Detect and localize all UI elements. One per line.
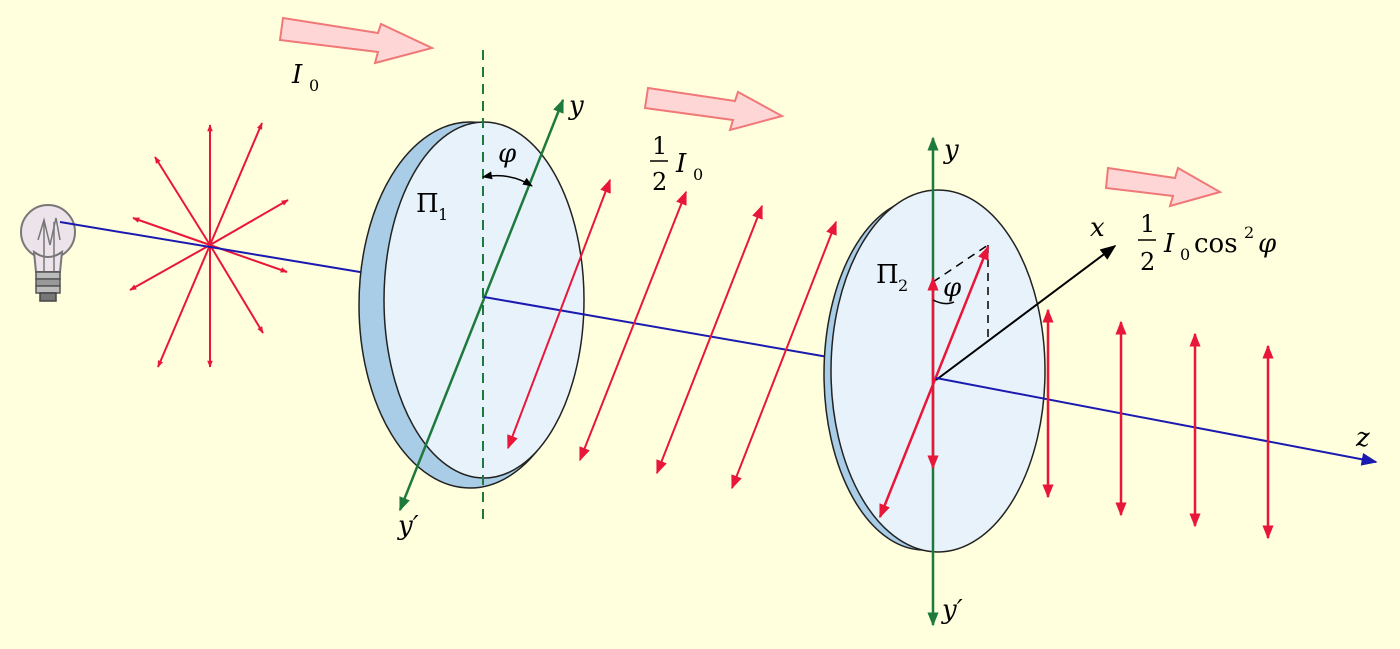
polarizer-1-subscript: 1 <box>438 205 448 224</box>
polarizer-1-axis <box>398 98 565 512</box>
polarizer-2-subscript: 2 <box>898 276 908 295</box>
label-intensity-half: 1 2 I 0 <box>650 132 703 196</box>
intensity-half-numerator: 1 <box>652 132 667 160</box>
unpolarized-field-vectors <box>129 122 289 368</box>
axis-label-y2: y <box>943 135 959 165</box>
label-polarizer-1: Π 1 <box>416 189 448 224</box>
axis-label-z: z <box>1355 423 1370 453</box>
x-axis <box>935 245 1117 381</box>
output-field-vectors <box>1042 308 1274 540</box>
polarizer-1-symbol: Π <box>416 189 439 219</box>
polarizer-1 <box>358 121 585 489</box>
axis-label-y1: y <box>568 91 584 121</box>
polarizer-2 <box>823 189 1046 553</box>
beam-axis-segment-3 <box>935 377 1378 466</box>
intensity-half-subscript: 0 <box>693 165 703 184</box>
light-bulb-icon <box>20 204 76 302</box>
intensity-half-denominator: 2 <box>652 168 667 196</box>
intensity-final-function: cos <box>1194 229 1238 259</box>
angle-label-2: φ <box>943 273 962 303</box>
intensity-initial-symbol: I <box>291 60 303 90</box>
label-intensity-initial: I 0 <box>291 60 319 95</box>
flow-arrow-1 <box>278 16 435 65</box>
intensity-final-power: 2 <box>1244 223 1254 242</box>
angle-arc-2 <box>932 299 955 305</box>
angle-label-1: φ <box>498 139 517 169</box>
polarizer-2-symbol: Π <box>876 260 899 290</box>
beam-axis-segment-1 <box>59 221 367 274</box>
label-intensity-final: 1 2 I 0 cos 2 φ <box>1138 210 1277 276</box>
intensity-final-numerator: 1 <box>1140 210 1155 238</box>
intensity-initial-subscript: 0 <box>309 76 319 95</box>
axis-label-y2-prime: y′ <box>941 595 963 625</box>
axis-label-x: x <box>1090 213 1105 243</box>
intensity-final-subscript: 0 <box>1180 245 1190 264</box>
flow-arrow-3 <box>1104 166 1223 208</box>
intensity-final-symbol: I <box>1163 229 1175 259</box>
intensity-half-symbol: I <box>675 149 687 179</box>
intensity-final-angle: φ <box>1258 229 1277 259</box>
axis-label-y1-prime: y′ <box>397 511 419 541</box>
flow-arrow-2 <box>643 86 785 132</box>
intensity-final-denominator: 2 <box>1140 248 1155 276</box>
polarized-field-vectors <box>507 178 837 490</box>
label-polarizer-2: Π 2 <box>876 260 908 295</box>
